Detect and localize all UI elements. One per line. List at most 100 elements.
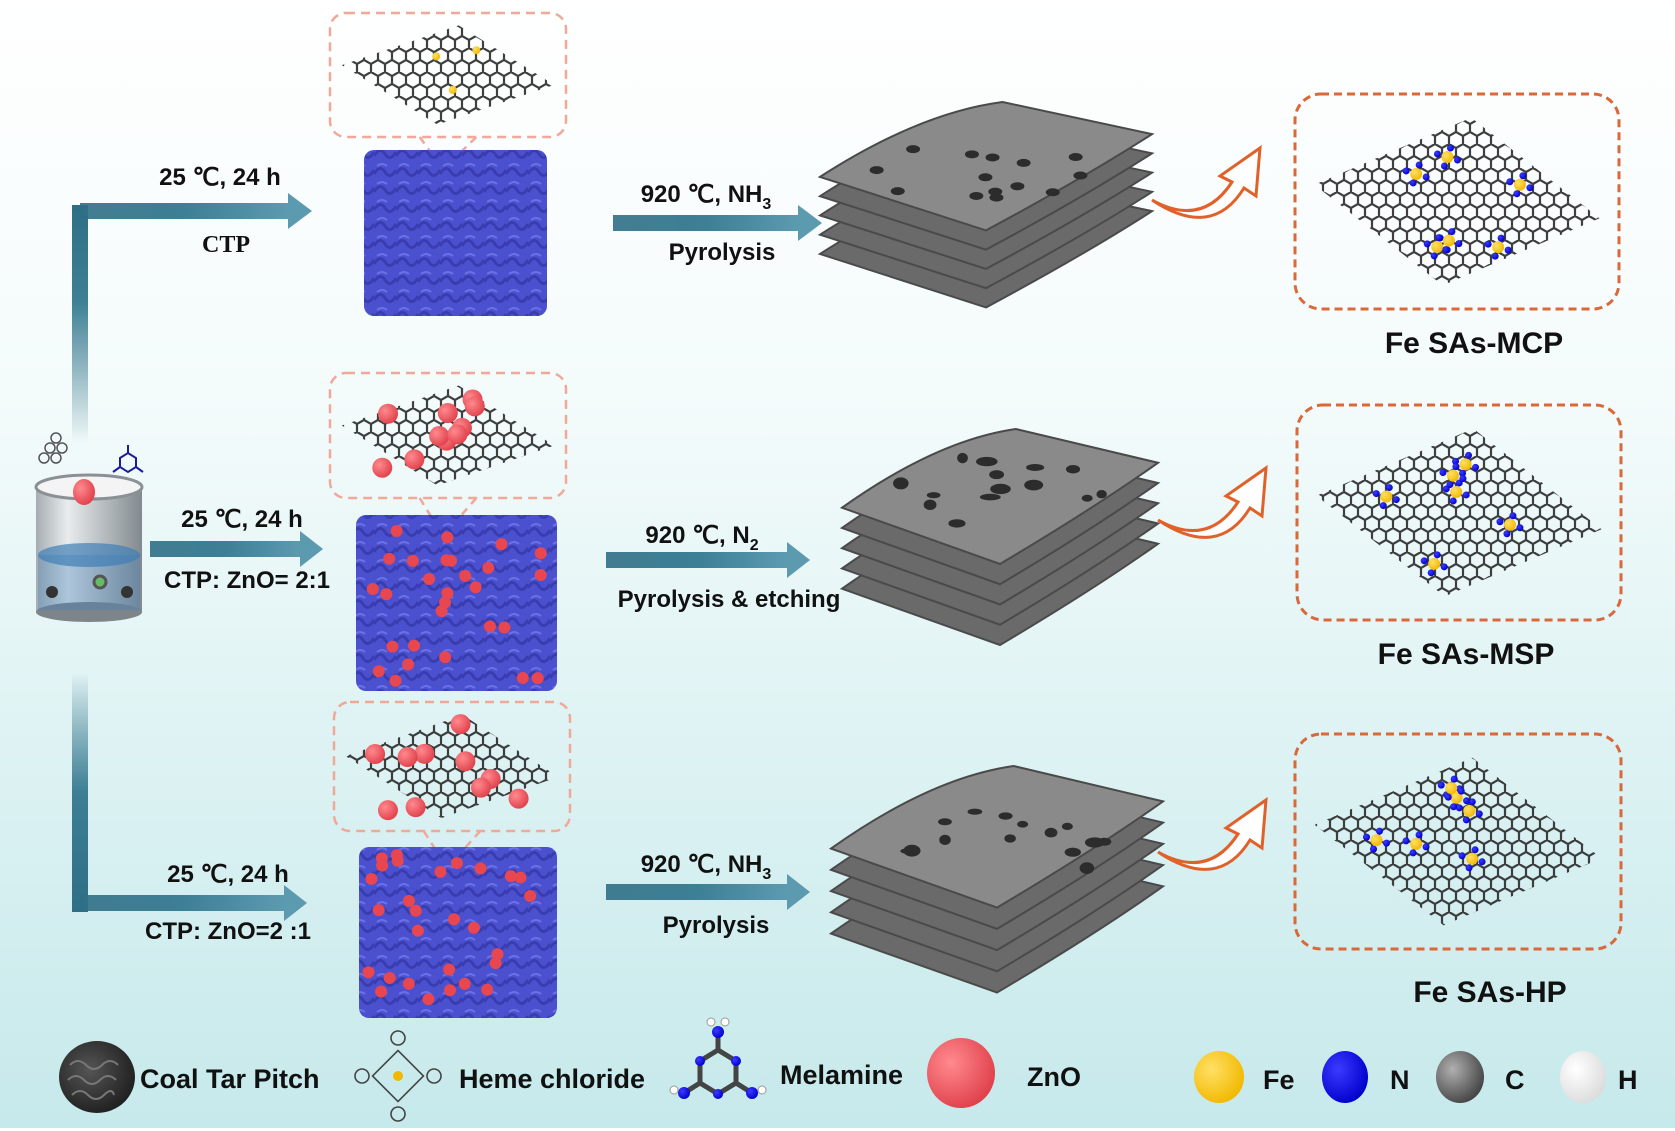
melamine-molecule-icon	[112, 445, 144, 474]
zno-particle	[508, 788, 529, 809]
fe-atom	[1410, 167, 1423, 180]
n-atom	[1433, 551, 1441, 559]
porous-carbon-sheets-1	[817, 100, 1155, 309]
zno-particle	[422, 993, 435, 1006]
pore	[923, 499, 937, 511]
n-atom	[1409, 179, 1417, 187]
legend-h: H	[1618, 1065, 1638, 1095]
product-structure-box-3	[1293, 732, 1623, 951]
zno-particle	[482, 561, 495, 574]
beaker-icon	[34, 432, 144, 622]
heme-chloride-icon	[354, 1030, 442, 1122]
zno-particle	[389, 674, 402, 687]
product-label-mcp: Fe SAs-MCP	[1385, 327, 1563, 360]
n-atom	[1442, 485, 1450, 493]
n-atom	[1379, 502, 1387, 510]
n-atom	[1372, 490, 1380, 498]
n-atom	[1455, 479, 1463, 487]
pore	[1017, 820, 1029, 828]
graphene-sheet	[345, 714, 559, 819]
intermediate-zoom-box-2	[328, 371, 568, 526]
zno-particle	[481, 983, 494, 996]
pore	[1026, 463, 1045, 471]
curved-arrow-3	[1157, 796, 1268, 871]
zno-particle	[444, 984, 457, 997]
zno-particle	[469, 581, 482, 594]
porous-carbon-sheets-3	[828, 764, 1166, 994]
pore	[969, 191, 984, 200]
zoom-connector	[418, 136, 478, 161]
n-atom	[1433, 150, 1441, 158]
pore	[1044, 827, 1058, 838]
n-atom	[1450, 775, 1458, 783]
pore	[1081, 494, 1093, 502]
pore	[1016, 158, 1031, 167]
middle-pyrolysis-condition: 920 ℃, N2	[645, 522, 758, 554]
n-atom	[1448, 228, 1456, 236]
pore	[926, 492, 941, 499]
n-atom	[1422, 173, 1430, 181]
n-atom	[1455, 240, 1463, 248]
fe-atom	[432, 52, 441, 61]
pore	[893, 477, 909, 490]
n-atom	[1491, 252, 1499, 260]
carbon-layer	[828, 764, 1166, 909]
n-atom	[1516, 524, 1524, 532]
arrow-middle-pyrolysis	[606, 542, 810, 578]
pore	[990, 483, 1011, 495]
pore	[978, 173, 993, 182]
top-pyrolysis-condition: 920 ℃, NH3	[641, 181, 772, 213]
zno-particle	[439, 651, 452, 664]
zno-particle	[470, 777, 491, 798]
n-atom	[1462, 491, 1470, 499]
n-atom	[1455, 804, 1463, 812]
n-atom	[1475, 810, 1483, 818]
fe-atom	[1450, 791, 1463, 804]
pore	[890, 187, 905, 196]
n-atom	[1446, 144, 1454, 152]
n-atom	[1415, 161, 1423, 169]
n-atom	[1422, 843, 1430, 851]
n-atom	[1484, 240, 1492, 248]
zno-particle	[411, 924, 424, 937]
pore	[998, 812, 1013, 820]
n-atom	[1420, 557, 1428, 565]
zno-particle	[514, 871, 527, 884]
zno-particle	[376, 859, 389, 872]
fe-atom	[448, 85, 457, 94]
dashed-box	[332, 700, 572, 833]
porous-carbon-precursor-2	[356, 515, 557, 691]
connector-vertical-bottom	[72, 672, 88, 912]
zno-particle	[437, 402, 458, 423]
n-atom	[1437, 781, 1445, 789]
bottom-strip	[0, 1128, 1675, 1131]
n-atom	[1503, 530, 1511, 538]
pore	[1004, 834, 1016, 843]
n-atom	[1458, 852, 1466, 860]
fe-atom	[1431, 240, 1444, 253]
zno-particle	[383, 552, 396, 565]
zno-particle	[491, 948, 504, 961]
legend-heme-chloride: Heme chloride	[459, 1064, 645, 1094]
zno-particle	[372, 904, 385, 917]
fe-atom	[472, 46, 481, 55]
pore	[988, 187, 1003, 196]
top-pyrolysis-step: Pyrolysis	[669, 239, 776, 266]
n-atom	[1430, 252, 1438, 260]
coal-tar-pitch-icon	[59, 1041, 135, 1113]
zno-particle	[377, 800, 398, 821]
zno-particle	[467, 921, 480, 934]
n-atom	[1427, 569, 1435, 577]
bottom-precursor-label: CTP: ZnO=2 :1	[145, 918, 311, 945]
fe-atom-icon	[1194, 1051, 1244, 1103]
pore	[1097, 837, 1112, 846]
middle-precursor-label: CTP: ZnO= 2:1	[164, 567, 330, 594]
zno-particle	[458, 977, 471, 990]
fe-atom	[1459, 458, 1472, 471]
pore	[948, 519, 966, 528]
zno-particle	[441, 587, 454, 600]
zno-particle	[390, 525, 403, 538]
zno-particle	[450, 714, 471, 735]
product-structure-box-1	[1293, 92, 1621, 311]
foam-block	[356, 515, 557, 691]
